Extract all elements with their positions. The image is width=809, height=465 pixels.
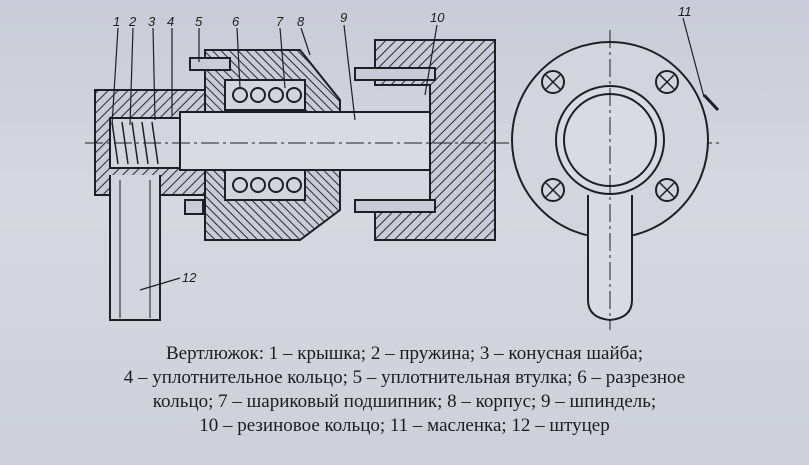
figure-caption: Вертлюжок: 1 – крышка; 2 – пружина; 3 – … [0,342,809,438]
leader-lines [111,17,705,291]
caption-line-3: кольцо; 7 – шариковый подшипник; 8 – кор… [152,391,657,412]
label-8: 8 [297,14,305,29]
caption-line-4: 10 – резиновое кольцо; 11 – масленка; 12… [199,415,610,436]
label-7: 7 [276,14,284,29]
label-1: 1 [113,14,120,29]
label-10: 10 [430,10,445,25]
label-12: 12 [182,270,197,285]
label-2: 2 [128,14,137,29]
end-view [511,30,720,330]
caption-line-1: Вертлюжок: 1 – крышка; 2 – пружина; 3 – … [166,343,643,364]
swivel-drawing: 1 2 3 4 5 6 7 8 9 10 11 12 [85,4,720,330]
label-11: 11 [678,4,692,19]
section-view [85,39,720,321]
label-4: 4 [167,14,174,29]
label-5: 5 [195,14,203,29]
label-3: 3 [148,14,156,29]
label-6: 6 [232,14,240,29]
label-9: 9 [340,10,347,25]
caption-line-2: 4 – уплотнительное кольцо; 5 – уплотните… [123,367,686,388]
